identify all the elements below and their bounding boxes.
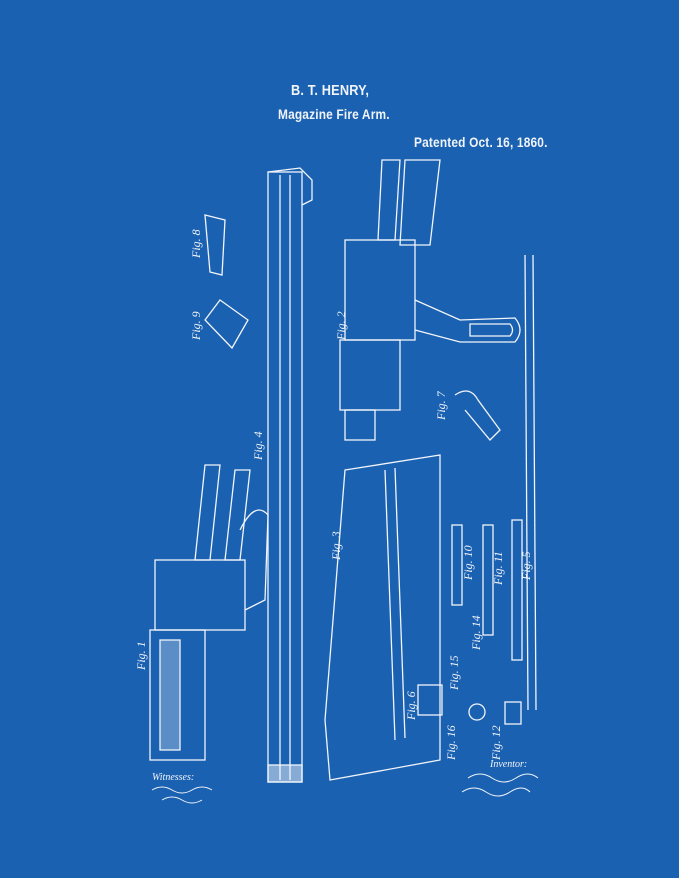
magazine-rod-drawing: [524, 254, 537, 711]
fig-14-label: Fig. 14: [469, 615, 483, 651]
barrel-drawing: [267, 167, 313, 783]
fig-10-label: Fig. 10: [461, 545, 475, 581]
fig-2-label: Fig. 2: [334, 311, 348, 341]
fig-1-label: Fig. 1: [134, 641, 148, 671]
stock-drawing: [324, 454, 441, 781]
witnesses-label: Witnesses:: [152, 772, 194, 783]
receiver-drawing: [339, 159, 521, 441]
fig-12-label: Fig. 12: [489, 725, 503, 761]
fig-11-label: Fig. 11: [491, 551, 505, 586]
signatures: [151, 773, 539, 804]
fig-3-label: Fig. 3: [329, 531, 343, 561]
inventor-label: Inventor:: [489, 759, 527, 770]
fig-15-label: Fig. 15: [447, 655, 461, 691]
fig-8-label: Fig. 8: [189, 229, 203, 259]
fig-5-label: Fig. 5: [519, 551, 533, 581]
rifle-section-drawing: [149, 464, 269, 761]
patent-date: Patented Oct. 16, 1860.: [414, 134, 548, 150]
fig-16-label: Fig. 16: [444, 725, 458, 761]
patent-subtitle: Magazine Fire Arm.: [278, 106, 390, 122]
fig-9-label: Fig. 9: [189, 311, 203, 341]
patent-title: B. T. HENRY,: [291, 82, 370, 99]
fig-7-label: Fig. 7: [434, 390, 448, 421]
fig-4-label: Fig. 4: [251, 431, 265, 461]
fig-6-label: Fig. 6: [404, 691, 418, 721]
small-parts-drawing: [204, 214, 523, 725]
